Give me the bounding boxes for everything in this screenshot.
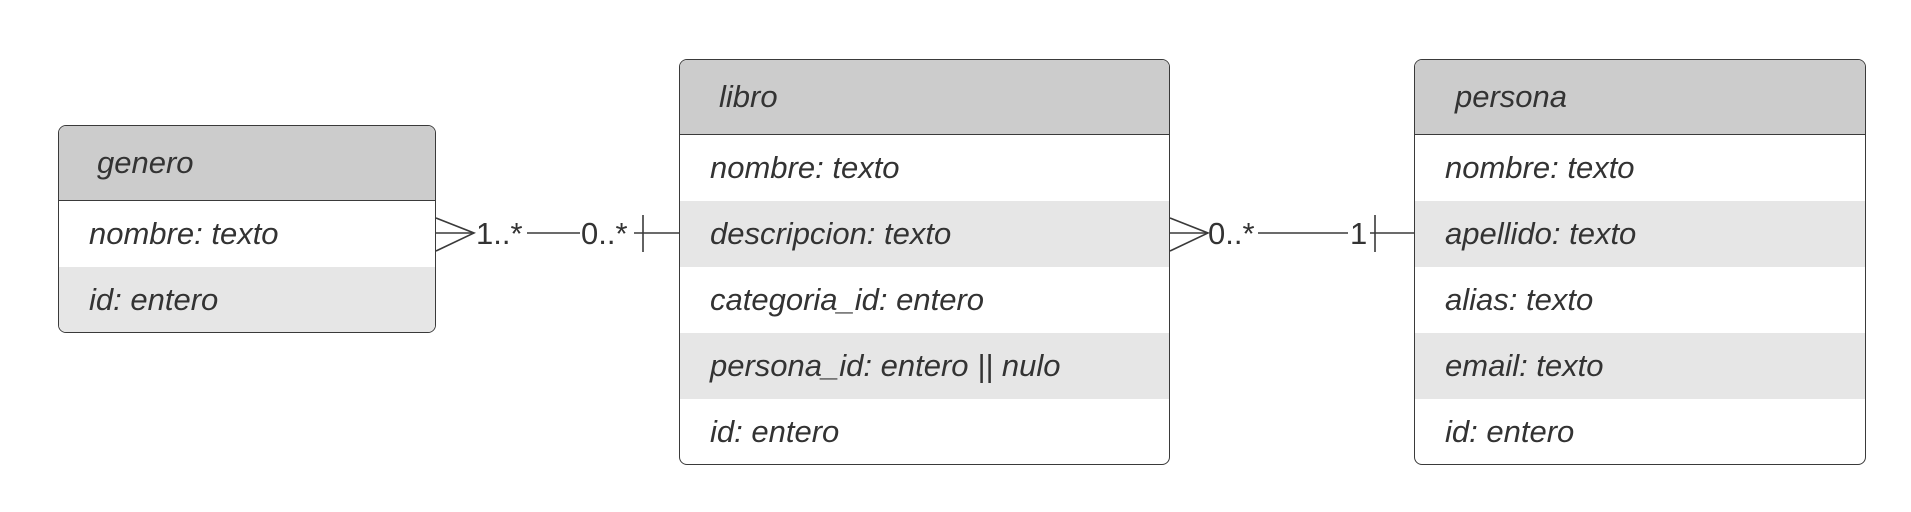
- entity-persona-attribute-nombre: nombre: texto: [1445, 150, 1635, 185]
- entity-genero-title: genero: [59, 126, 435, 201]
- entity-libro-attribute-nombre: nombre: texto: [710, 150, 900, 185]
- relationship-genero-libro[interactable]: 1..* 0..*: [435, 215, 679, 252]
- entity-libro[interactable]: libro nombre: texto descripcion: texto c…: [679, 59, 1170, 465]
- entity-persona-attribute-apellido: apellido: texto: [1415, 201, 1865, 267]
- entity-persona-title: persona: [1415, 60, 1865, 135]
- crows-foot-genero: [435, 217, 477, 252]
- entity-libro-attribute-categoria-id: categoria_id: entero: [710, 282, 985, 317]
- entity-persona-attribute-email: email: texto: [1415, 333, 1865, 399]
- entity-persona[interactable]: persona nombre: texto apellido: texto al…: [1414, 59, 1866, 465]
- multiplicity-persona-side: 1: [1350, 216, 1367, 251]
- entity-genero-attribute-id: id: entero: [59, 267, 435, 332]
- entity-genero[interactable]: genero nombre: texto id: entero: [58, 125, 436, 333]
- entity-genero-attribute-nombre: nombre: texto: [89, 216, 279, 251]
- entity-persona-attribute-id: id: entero: [1445, 414, 1575, 449]
- entity-libro-attribute-descripcion: descripcion: texto: [680, 201, 1169, 267]
- entity-persona-attribute-alias: alias: texto: [1445, 282, 1594, 317]
- entity-libro-attribute-id: id: entero: [710, 414, 840, 449]
- multiplicity-genero-side: 1..*: [476, 216, 523, 251]
- multiplicity-libro-side-persona: 0..*: [1208, 216, 1255, 251]
- crows-foot-libro: [1169, 217, 1211, 252]
- multiplicity-libro-side-genero: 0..*: [581, 216, 628, 251]
- relationship-libro-persona[interactable]: 0..* 1: [1169, 215, 1414, 252]
- entity-libro-attribute-persona-id: persona_id: entero || nulo: [680, 333, 1169, 399]
- entity-libro-title: libro: [680, 60, 1169, 135]
